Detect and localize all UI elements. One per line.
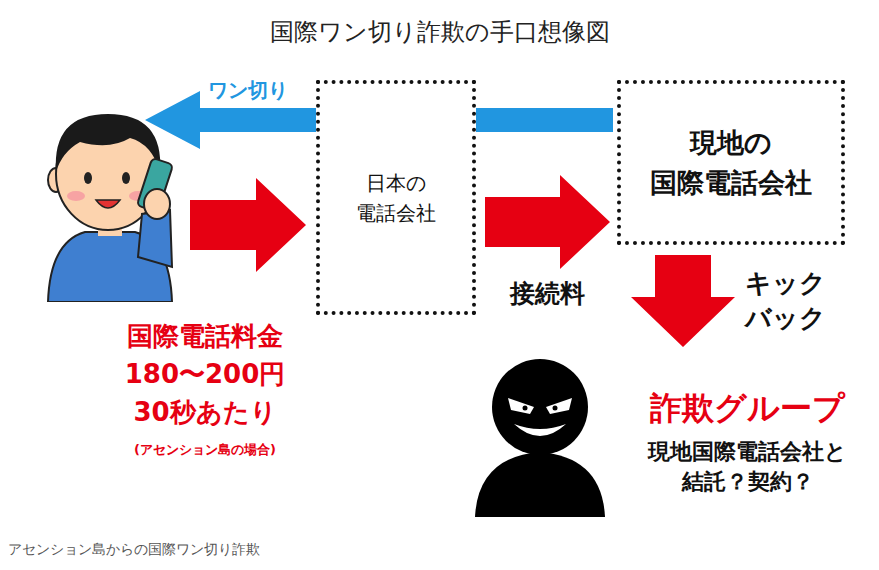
edge-label: ワン切り — [208, 77, 288, 104]
edge-label: 接続料 — [510, 277, 585, 310]
diagram-caption: アセンション島からの国際ワン切り詐欺 — [8, 541, 260, 559]
carrier-box: 日本の 電話会社 — [316, 80, 476, 315]
node-text: 詐欺グループ — [620, 387, 875, 429]
node-text: 現地の 国際電話会社 — [641, 123, 821, 201]
fraud-figure — [470, 352, 610, 517]
node-text: (アセンション島の場合) — [100, 441, 310, 459]
diagram-title: 国際ワン切り詐欺の手口想像図 — [0, 16, 879, 48]
node-text: 国際電話料金 180〜200円 30秒あたり — [100, 317, 310, 431]
block-arrow — [190, 178, 306, 272]
fraud-group-node: 詐欺グループ現地国際電話会社と 結託？契約？ — [470, 352, 875, 496]
person-illustration — [40, 92, 180, 302]
block-arrow — [485, 175, 610, 269]
node-text: 現地国際電話会社と 結託？契約？ — [620, 437, 875, 496]
block-arrow — [631, 255, 735, 347]
node-text: 日本の 電話会社 — [346, 168, 446, 228]
edge-label: キック バック — [745, 266, 845, 336]
caller-node: 国際電話料金 180〜200円 30秒あたり (アセンション島の場合) — [40, 92, 320, 459]
carrier-box: 現地の 国際電話会社 — [617, 80, 845, 245]
